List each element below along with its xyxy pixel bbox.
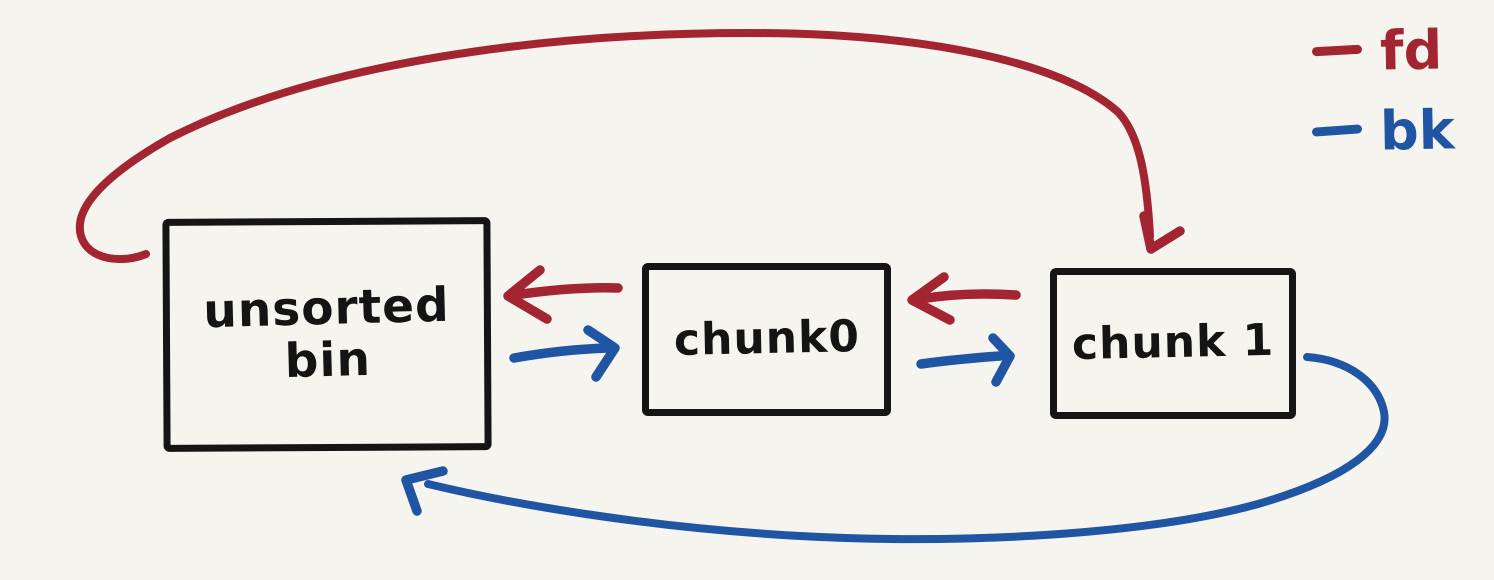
node-chunk0-label: chunk0 [673,311,860,367]
bk-dash-icon [1311,123,1363,137]
bk-curve-shaft [424,353,1389,544]
bk-arrow-arrowhead [988,333,1015,387]
node-chunk1: chunk 1 [1050,268,1296,419]
bk-curve-chunk1-to-unsorted-bin [401,353,1389,544]
legend-label-bk: bk [1379,97,1456,163]
legend-row-bk: bk [1311,96,1456,164]
legend-row-fd: fd [1311,16,1455,84]
bk-arrow-unsorted-bin-to-chunk0 [509,325,620,382]
bk-arrow-arrowhead [583,325,620,382]
bk-arrow-chunk0-to-chunk1 [916,333,1015,387]
fd-arrow-arrowhead [503,265,552,324]
legend-label-fd: fd [1379,17,1443,83]
fd-curve-unsorted-bin-to-chunk1 [75,29,1185,264]
fd-curve-arrowhead [1139,211,1185,254]
fd-arrow-shaft [915,289,1021,304]
fd-arrow-chunk0-to-unsorted-bin [503,265,623,324]
bk-arrow-shaft [509,343,612,363]
fd-arrow-arrowhead [907,272,955,325]
bk-arrow-shaft [916,351,1005,369]
node-unsorted-bin: unsorted bin [162,217,492,452]
fd-arrow-shaft [510,283,623,300]
bk-curve-arrowhead [401,466,448,516]
fd-curve-shaft [75,29,1154,264]
legend: fd bk [1311,16,1456,164]
fd-dash-icon [1311,44,1363,56]
fd-arrow-chunk1-to-chunk0 [907,272,1021,325]
node-unsorted-bin-label: unsorted bin [202,277,451,389]
node-chunk1-label: chunk 1 [1071,315,1275,371]
node-chunk0: chunk0 [642,263,891,416]
